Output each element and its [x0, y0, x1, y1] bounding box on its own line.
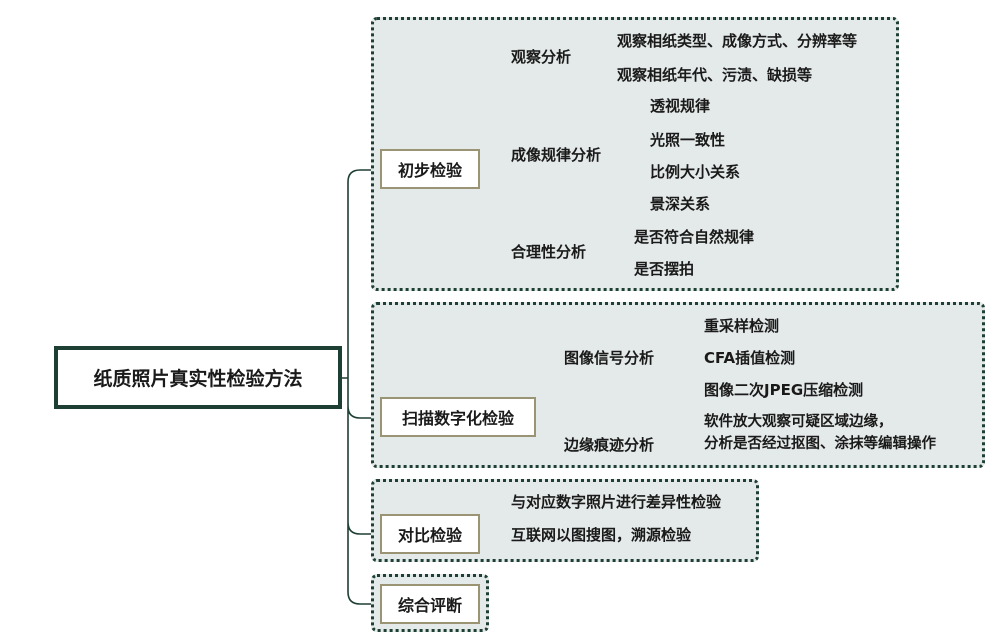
leaf-node: 比例大小关系	[650, 163, 741, 181]
leaf-node: 景深关系	[650, 195, 711, 213]
leaf-node: 是否摆拍	[634, 260, 695, 278]
sub-node-digital-diff: 与对应数字照片进行差异性检验	[511, 493, 722, 511]
leaf-node: 观察相纸年代、污渍、缺损等	[617, 66, 813, 84]
root-node: 纸质照片真实性检验方法	[54, 346, 342, 409]
leaf-node: 图像二次JPEG压缩检测	[704, 381, 864, 399]
leaf-node: 光照一致性	[650, 131, 726, 149]
branch-node-comprehensive: 综合评断	[380, 584, 480, 624]
group-branch-2	[371, 302, 985, 468]
branch-node-initial-inspection: 初步检验	[380, 149, 480, 189]
leaf-node: 分析是否经过抠图、涂抹等编辑操作	[704, 436, 936, 452]
leaf-node: CFA插值检测	[704, 349, 796, 367]
leaf-node: 重采样检测	[704, 317, 780, 335]
leaf-node: 软件放大观察可疑区域边缘，	[704, 414, 893, 430]
sub-node-imaging-rules: 成像规律分析	[511, 146, 602, 164]
sub-node-image-signal: 图像信号分析	[564, 349, 655, 367]
sub-node-observation: 观察分析	[511, 48, 572, 66]
branch-node-scan-digitization: 扫描数字化检验	[380, 397, 536, 437]
sub-node-reasonableness: 合理性分析	[511, 243, 587, 261]
leaf-node: 是否符合自然规律	[634, 228, 755, 246]
leaf-node: 透视规律	[650, 97, 711, 115]
sub-node-edge-trace: 边缘痕迹分析	[564, 436, 655, 454]
branch-node-comparison: 对比检验	[380, 514, 480, 554]
sub-node-reverse-search: 互联网以图搜图，溯源检验	[511, 526, 692, 544]
leaf-node: 观察相纸类型、成像方式、分辨率等	[617, 32, 858, 50]
root-branch-connector	[342, 169, 380, 605]
